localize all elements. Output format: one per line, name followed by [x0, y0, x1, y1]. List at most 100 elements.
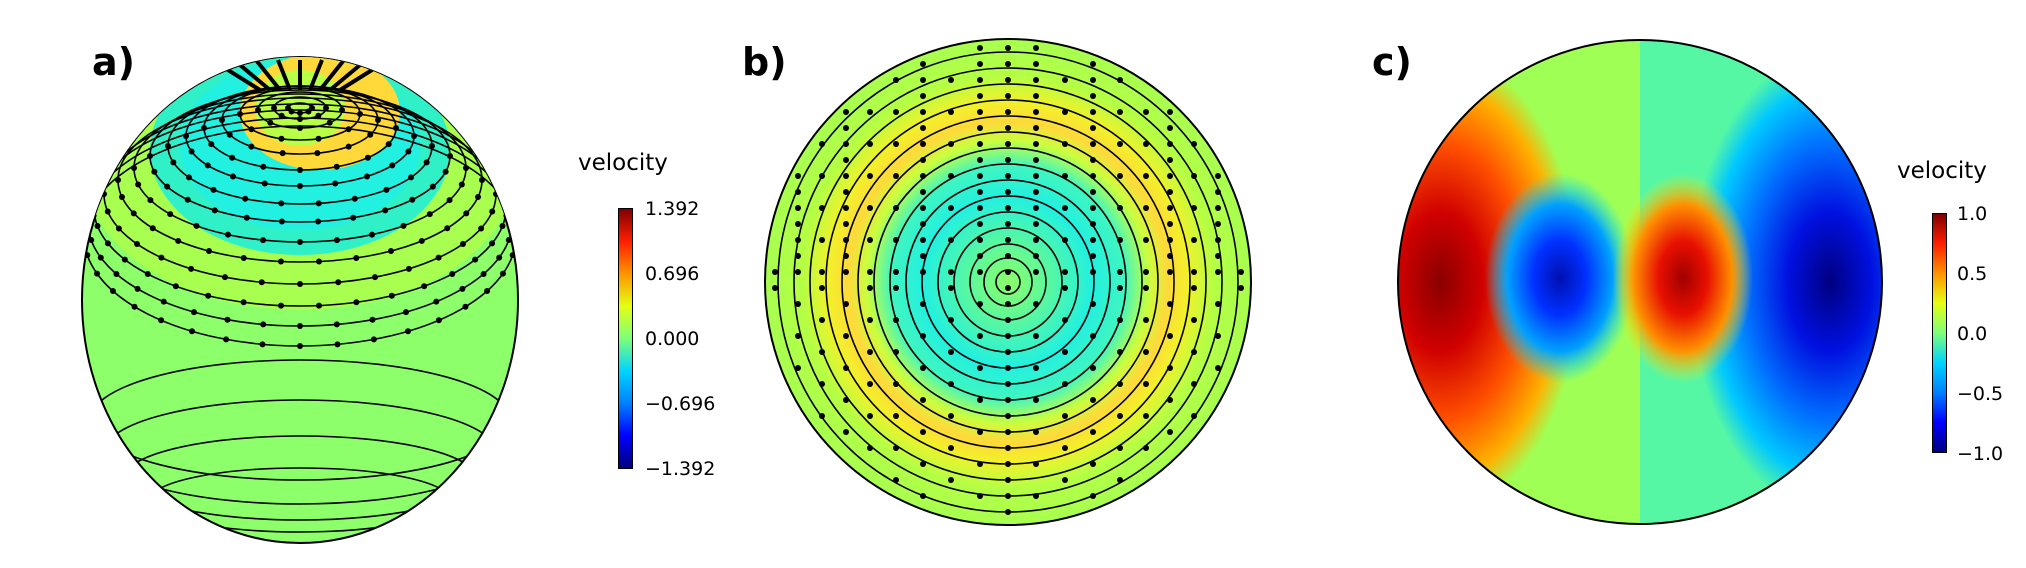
disk-node	[843, 365, 849, 371]
disk-node	[1005, 157, 1011, 163]
disk-node	[843, 397, 849, 403]
disk-node	[1033, 253, 1039, 259]
colorbar-a-tick: −0.696	[645, 393, 716, 415]
disk-node	[795, 237, 801, 243]
disk-node	[977, 253, 983, 259]
disk-node	[1005, 365, 1011, 371]
sphere-node	[255, 107, 261, 113]
sphere-node	[224, 316, 231, 323]
sphere-node	[323, 105, 329, 111]
sphere-node	[403, 309, 409, 316]
disk-node	[1005, 109, 1011, 115]
disk-node	[1090, 429, 1096, 435]
colorbar-c-tick: 0.5	[1957, 263, 1988, 285]
disk-node	[920, 157, 926, 163]
disk-node	[1090, 189, 1096, 195]
disk-node	[1033, 429, 1039, 435]
sphere-node	[435, 317, 442, 324]
sphere-node	[226, 131, 233, 138]
disk-node	[1090, 461, 1096, 467]
disk-node	[819, 205, 825, 211]
disk-node	[920, 301, 926, 307]
disk-node	[920, 61, 926, 67]
disk-node	[819, 269, 825, 275]
disk-node	[819, 381, 825, 387]
disk-node	[1117, 381, 1123, 387]
disk-node	[893, 477, 899, 483]
disk-node	[843, 189, 849, 195]
sphere-node	[242, 195, 249, 202]
disk-node	[920, 493, 926, 499]
disk-node	[795, 333, 801, 339]
disk-node	[948, 109, 954, 115]
meridian-mark	[254, 58, 282, 92]
disk-node	[1143, 413, 1149, 419]
sphere-node	[383, 186, 390, 193]
disk-node	[920, 173, 926, 179]
disk-node	[1033, 141, 1039, 147]
sphere-node	[503, 205, 509, 211]
sphere-node	[258, 279, 265, 286]
disk-node	[948, 317, 954, 323]
disk-node	[1167, 173, 1173, 179]
colorbar-a-tick: 1.392	[645, 198, 700, 220]
disk-node	[977, 221, 983, 227]
sphere-node	[131, 165, 137, 171]
disk-node	[977, 269, 983, 275]
disk-node	[843, 125, 849, 131]
disk-node	[1062, 173, 1068, 179]
disk-node	[1191, 141, 1197, 147]
disk-node	[843, 269, 849, 275]
sphere-node	[405, 148, 412, 155]
disk-node	[819, 141, 825, 147]
colorbar-c-tick: 1.0	[1957, 203, 1988, 225]
sphere-node	[339, 107, 345, 113]
sphere-node	[389, 162, 396, 169]
sphere-node	[189, 328, 195, 335]
disk-node	[948, 269, 954, 275]
sphere-node	[151, 168, 158, 175]
disk-node	[867, 317, 873, 323]
disk-node	[1033, 109, 1039, 115]
disk-node	[920, 93, 926, 99]
sphere-node	[204, 162, 211, 169]
sphere-node	[131, 303, 138, 310]
sphere-node	[185, 174, 192, 181]
sphere-node	[326, 119, 333, 126]
sphere-node	[435, 254, 442, 261]
disk-node	[1033, 157, 1039, 163]
disk-node	[977, 429, 983, 435]
sphere-node	[447, 153, 453, 159]
sphere-node	[160, 298, 167, 305]
disk-node	[1167, 109, 1173, 115]
disk-node	[1005, 477, 1011, 483]
disk-node	[1005, 189, 1011, 195]
sphere-node	[259, 341, 266, 348]
disk-node	[893, 381, 899, 387]
disk-node	[893, 317, 899, 323]
disk-node	[1090, 333, 1096, 339]
disk-node	[1215, 333, 1221, 339]
colorbar-a-tick: 0.696	[645, 263, 700, 285]
sphere-node	[237, 111, 243, 117]
sphere-node	[277, 302, 284, 309]
sphere-node	[297, 239, 303, 245]
disk-node	[1167, 397, 1173, 403]
sphere-node	[115, 225, 122, 232]
disk-node	[1033, 189, 1039, 195]
sphere-node	[393, 125, 399, 131]
sphere-node	[429, 143, 435, 149]
sphere-node	[172, 283, 179, 290]
sphere-node	[208, 141, 215, 148]
sphere-node	[444, 225, 451, 232]
disk-node	[1005, 125, 1011, 131]
disk-node	[1005, 285, 1011, 291]
sphere-node	[85, 219, 91, 225]
disk-node	[1215, 173, 1221, 179]
disk-node	[1215, 189, 1221, 195]
disk-node	[1062, 269, 1068, 275]
disk-node	[977, 125, 983, 131]
disk-node	[1167, 221, 1173, 227]
disk-node	[1117, 285, 1123, 291]
disk-node	[920, 77, 926, 83]
